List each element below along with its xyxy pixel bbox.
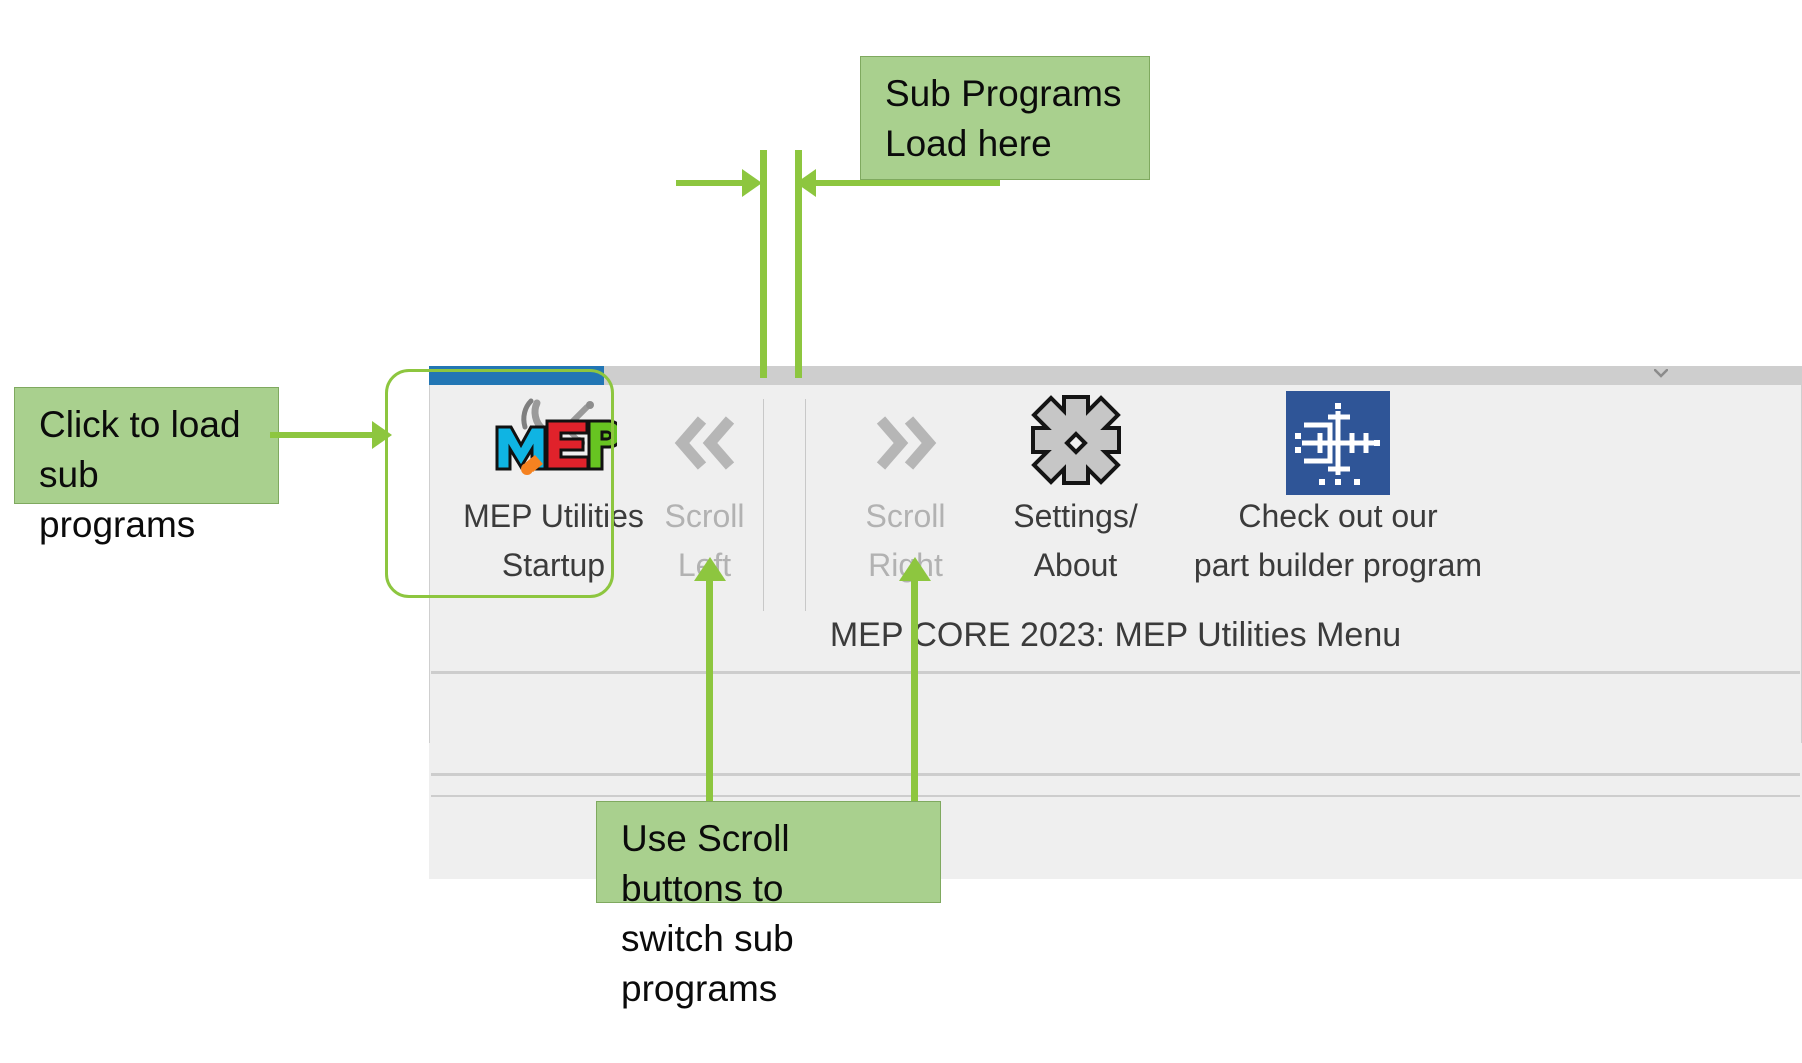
ribbon-button-settings-about[interactable]: Settings/ About [958,394,1193,590]
ribbon-button-scroll-left[interactable]: Scroll Left [612,394,797,590]
chevron-down-icon[interactable] [1654,369,1668,378]
leader-line-subprograms-right [795,150,802,378]
arrow-head-right-pointing [372,421,392,449]
ribbon-button-label-line2: part builder program [1193,547,1483,583]
leader-line-scroll-right [911,575,918,801]
leader-arrow-shaft-click-load [270,432,378,438]
leader-line-subprograms-left [760,150,767,378]
ribbon-bottom-edge [431,795,1800,797]
ribbon-button-part-builder[interactable]: Check out our part builder program [1118,391,1558,590]
ribbon-divider [431,671,1800,674]
gear-icon [1024,394,1128,492]
application-ribbon-panel: MEP Utilities Startup Scroll Left [429,366,1802,879]
ribbon-separator [805,399,806,611]
ribbon-button-label-line1: Check out our [1238,498,1438,534]
leader-arrow-shaft-left [676,180,748,186]
leader-arrow-shaft-right [812,180,1000,186]
ribbon-button-label-line1: Scroll [664,498,745,534]
callout-scroll-hint: Use Scroll buttons to switch sub program… [596,801,941,1009]
ribbon-tab-strip [429,366,1802,385]
callout-click-to-load: Click to load sub programs [14,387,279,545]
arrow-head-up-pointing [694,557,726,581]
ribbon-divider [431,773,1800,776]
chevron-double-right-icon [861,394,951,492]
arrow-head-up-pointing [899,557,931,581]
ribbon-button-label-line1: Scroll [865,498,946,534]
mep-logo-icon [491,394,617,492]
ribbon-button-row: MEP Utilities Startup Scroll Left [430,385,1801,638]
leader-line-scroll-left [706,575,713,801]
ribbon-active-tab[interactable] [429,366,604,385]
arrow-head-left-pointing [796,169,816,197]
callout-sub-programs: Sub Programs Load here [860,56,1150,180]
chevron-double-left-icon [660,394,750,492]
part-builder-icon [1286,391,1390,495]
ribbon-button-label-line2: About [1033,547,1118,583]
ribbon-button-label-line2: Startup [501,547,606,583]
ribbon-body: MEP Utilities Startup Scroll Left [429,385,1802,797]
ribbon-button-label-line1: Settings/ [1013,498,1138,534]
arrow-head-right-pointing [742,169,762,197]
ribbon-separator [763,399,764,611]
ribbon-status-caption: MEP CORE 2023: MEP Utilities Menu [829,616,1402,654]
